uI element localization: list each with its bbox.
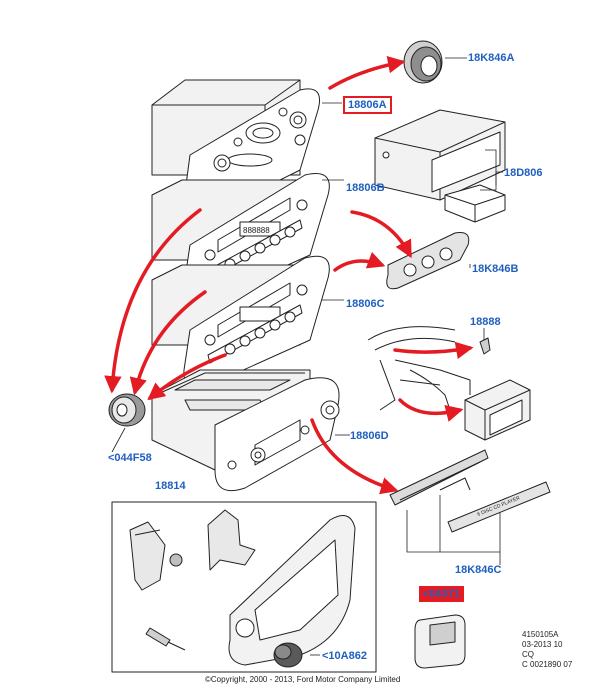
mounting-kit-box-18814 xyxy=(111,501,377,673)
part-label-18K846B: 18K846B xyxy=(472,263,519,275)
pin-connector xyxy=(145,627,186,651)
cd-player-label-strip: 6 DISC CD PLAYER xyxy=(447,481,551,533)
part-label-18K846A: 18K846A xyxy=(468,52,515,64)
bezel-ring-18K846A xyxy=(403,40,443,84)
fastener-screw xyxy=(169,553,183,567)
part-label-18D806: 18D806 xyxy=(504,167,543,179)
radio-unit-18806D xyxy=(151,369,340,492)
reference-line: C 0021890 07 xyxy=(522,660,573,669)
knob-044F58 xyxy=(108,393,146,427)
assembly-arrows xyxy=(104,56,474,495)
part-label-044F58: <044F58 xyxy=(108,452,152,464)
leader-lines xyxy=(111,57,503,656)
reference-block: 4150105A 03-2013 10 CQ C 0021890 07 xyxy=(522,630,572,670)
part-label-04371: <04371 xyxy=(419,586,465,602)
aux-module xyxy=(464,379,531,441)
control-module-18D806 xyxy=(444,184,506,223)
dashboard-section xyxy=(367,326,471,411)
reference-line: CQ xyxy=(522,650,534,659)
part-label-18806B: 18806B xyxy=(346,182,385,194)
copyright-notice: ©Copyright, 2000 - 2013, Ford Motor Comp… xyxy=(205,675,401,684)
part-label-18814: 18814 xyxy=(155,480,186,492)
part-label-18K846C: 18K846C xyxy=(455,564,502,576)
trim-strip-18K846C xyxy=(389,449,489,506)
reference-line: 03-2013 10 xyxy=(522,640,563,649)
part-label-18806C: 18806C xyxy=(346,298,385,310)
part-label-18806A: 18806A xyxy=(343,96,392,114)
clip-18888 xyxy=(479,337,491,355)
cd-changer-18D806 xyxy=(374,109,506,201)
mounting-bracket-left xyxy=(129,521,166,591)
mounting-frame xyxy=(228,515,356,666)
reference-line: 4150105A xyxy=(522,630,559,639)
display-readout-b: 888888 xyxy=(243,226,270,235)
badge-04371 xyxy=(414,614,466,669)
part-label-18806D: 18806D xyxy=(350,430,389,442)
part-label-10A862: <10A862 xyxy=(322,650,367,662)
knob-10A862 xyxy=(273,642,303,668)
control-panel-18K846B xyxy=(386,232,470,290)
radio-unit-18806C xyxy=(151,255,330,388)
part-label-18888: 18888 xyxy=(470,316,501,328)
mounting-bracket-right xyxy=(207,509,256,571)
